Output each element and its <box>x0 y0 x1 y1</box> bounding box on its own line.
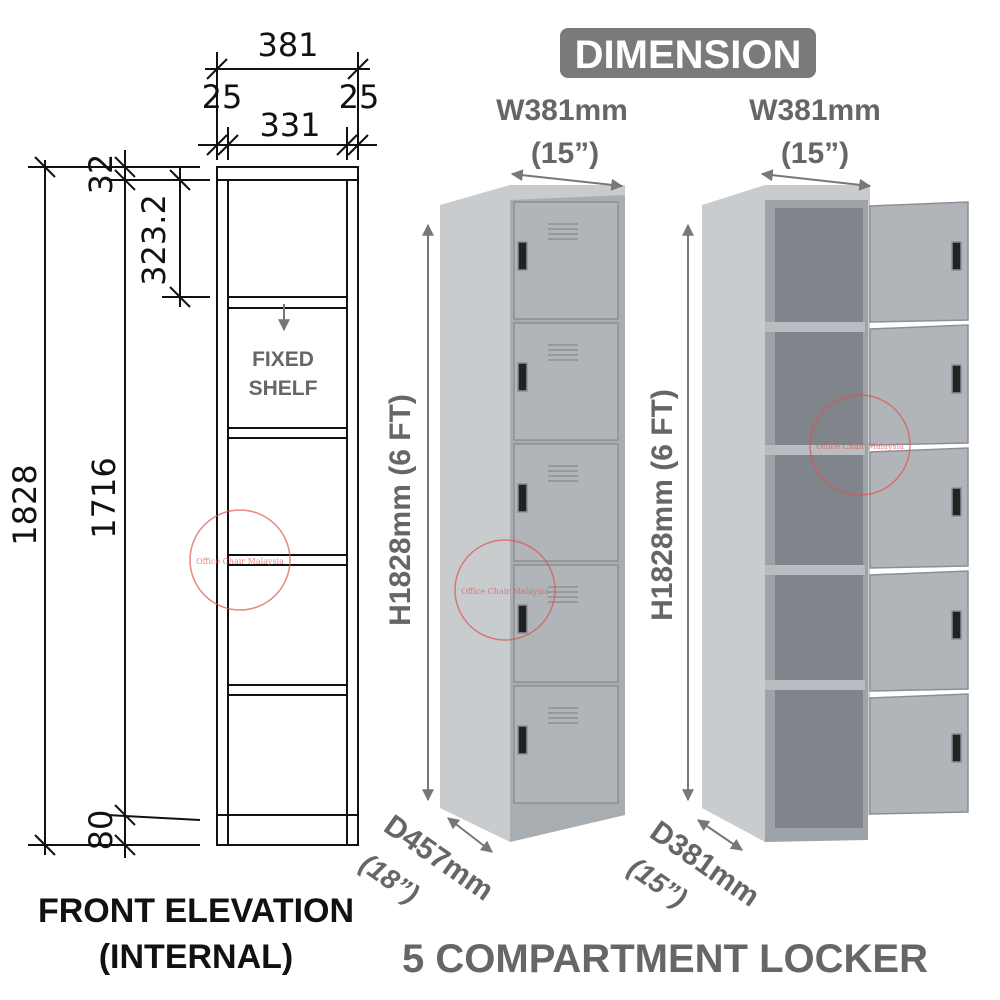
lock-handle-icon <box>951 364 962 394</box>
locker-door <box>513 322 619 441</box>
locker-door <box>513 564 619 683</box>
dim-top-panel: 32 <box>82 154 120 195</box>
lock-handle-icon <box>517 483 528 513</box>
lock-handle-icon <box>517 241 528 271</box>
shelf-label-line2: SHELF <box>249 377 318 400</box>
open-height-label: H1828mm (6 FT) <box>646 389 679 621</box>
locker-door <box>513 685 619 804</box>
open-locker-door <box>869 693 969 815</box>
lock-handle-icon <box>951 241 962 271</box>
dim-compartment: 323.2 <box>135 194 173 286</box>
closed-width-label: W381mm <box>496 94 628 127</box>
open-width-inch: (15”) <box>781 137 849 170</box>
open-locker-door <box>869 570 969 692</box>
closed-width-inch: (15”) <box>531 137 599 170</box>
lock-handle-icon <box>517 604 528 634</box>
dim-side-right: 25 <box>339 78 380 116</box>
open-locker-door <box>869 324 969 446</box>
locker-shelf <box>765 322 865 332</box>
dim-internal-height: 1716 <box>85 457 123 538</box>
locker-door <box>513 201 619 320</box>
open-depth-arrow-icon <box>697 819 743 851</box>
locker-shelf <box>765 680 865 690</box>
dim-plinth: 80 <box>82 810 120 851</box>
dim-side-left: 25 <box>202 78 243 116</box>
front-elevation-subtitle: (INTERNAL) <box>99 938 294 976</box>
locker-shelf <box>765 445 865 455</box>
product-title: 5 COMPARTMENT LOCKER <box>402 937 928 981</box>
open-locker-image <box>702 185 969 842</box>
locker-shelf <box>765 565 865 575</box>
closed-width-arrow-icon <box>510 169 624 191</box>
front-elevation-title: FRONT ELEVATION <box>38 892 354 930</box>
front-elevation-drawing <box>28 52 377 858</box>
watermark-text: Office Chair Malaysia <box>196 557 284 566</box>
closed-locker-image <box>440 185 625 842</box>
watermark-text: Office Chair Malaysia <box>816 442 904 451</box>
shelf-label-line1: FIXED <box>252 348 314 371</box>
watermark-text: Office Chair Malaysia <box>461 587 549 596</box>
lock-handle-icon <box>517 362 528 392</box>
lock-handle-icon <box>951 487 962 517</box>
open-width-label: W381mm <box>749 94 881 127</box>
open-width-arrow-icon <box>760 169 872 191</box>
dim-internal-width: 331 <box>259 106 320 144</box>
locker-door <box>513 443 619 562</box>
badge-label: DIMENSION <box>575 33 802 77</box>
lock-handle-icon <box>517 725 528 755</box>
dim-overall-height: 1828 <box>6 464 44 545</box>
open-locker-door <box>869 201 969 323</box>
closed-height-label: H1828mm (6 FT) <box>384 394 417 626</box>
dim-overall-width: 381 <box>257 26 318 64</box>
dimension-badge: DIMENSION <box>560 28 816 78</box>
open-locker-door <box>869 447 969 569</box>
lock-handle-icon <box>951 610 962 640</box>
lock-handle-icon <box>951 733 962 763</box>
closed-depth-arrow-icon <box>447 817 493 853</box>
